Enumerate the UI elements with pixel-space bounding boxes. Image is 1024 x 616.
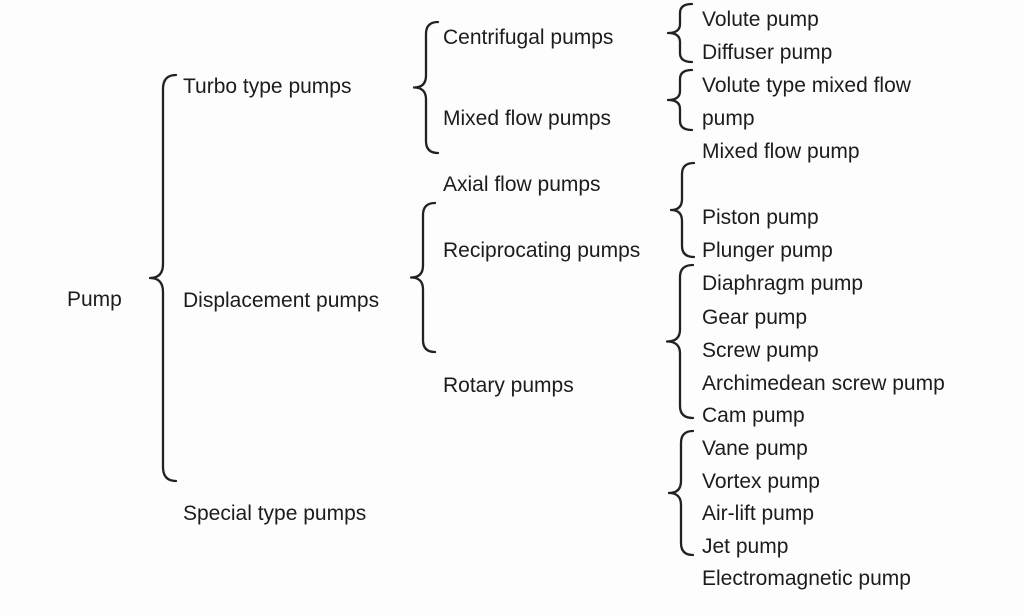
brace-pump [148, 73, 178, 483]
brace-displacement [409, 201, 437, 354]
node-diffuser-pump: Diffuser pump [702, 40, 833, 64]
node-piston-pump: Piston pump [702, 205, 819, 229]
node-displacement-pumps: Displacement pumps [183, 288, 380, 312]
node-volute-type-mixed-flow-pump: Volute type mixed flow pump [702, 73, 911, 130]
node-vane-pump: Vane pump [702, 436, 808, 460]
node-air-lift-pump: Air-lift pump [702, 501, 815, 525]
node-plunger-pump: Plunger pump [702, 238, 833, 262]
node-volute-pump: Volute pump [702, 7, 819, 31]
node-pump: Pump [67, 287, 122, 311]
node-rotary-pumps: Rotary pumps [443, 373, 574, 397]
node-special-type-pumps: Special type pumps [183, 501, 367, 525]
node-cam-pump: Cam pump [702, 403, 805, 427]
node-vortex-pump: Vortex pump [702, 469, 820, 493]
node-jet-pump: Jet pump [702, 534, 789, 558]
node-reciprocating-pumps: Reciprocating pumps [443, 238, 641, 262]
node-gear-pump: Gear pump [702, 305, 808, 329]
node-mixed-flow-pump: Mixed flow pump [702, 139, 860, 163]
node-diaphragm-pump: Diaphragm pump [702, 271, 864, 295]
node-mixed-flow-pumps: Mixed flow pumps [443, 106, 612, 130]
node-archimedean-screw-pump: Archimedean screw pump [702, 371, 945, 395]
node-electromagnetic-pump: Electromagnetic pump [702, 566, 911, 590]
brace-centrifugal [666, 2, 694, 64]
brace-rotary [665, 263, 695, 420]
brace-special [667, 429, 695, 557]
brace-turbo [412, 20, 440, 155]
node-axial-flow-pumps: Axial flow pumps [443, 172, 601, 196]
brace-mixed-flow [666, 68, 694, 132]
node-turbo-type-pumps: Turbo type pumps [183, 74, 352, 98]
node-centrifugal-pumps: Centrifugal pumps [443, 25, 614, 49]
brace-reciprocating [669, 161, 696, 259]
node-screw-pump: Screw pump [702, 338, 819, 362]
